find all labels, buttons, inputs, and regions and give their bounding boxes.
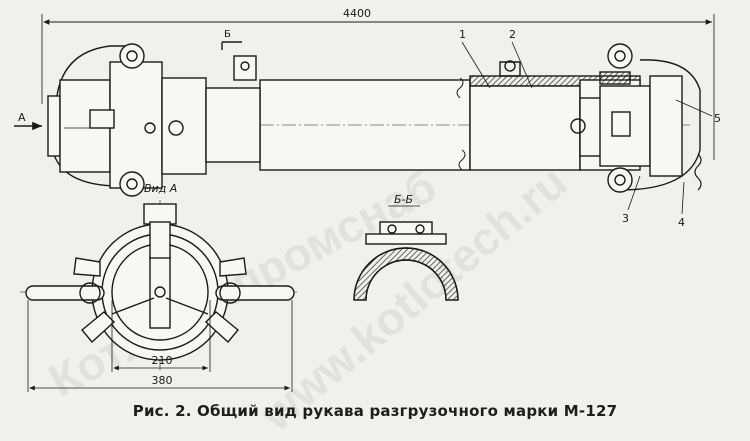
callout-4: 4 — [678, 216, 685, 229]
dimension-overall-length-label: 4400 — [343, 7, 371, 20]
view-a-dimensions: 210 380 — [27, 300, 293, 392]
view-a: Вид А — [20, 182, 300, 370]
cut-mark-label-top: Б — [224, 29, 231, 40]
dimension-clamp-outer-label: 380 — [152, 374, 173, 387]
dimension-clamp-inner-label: 210 — [152, 354, 173, 367]
view-a-arrow-label: А — [18, 111, 26, 124]
callout-5: 5 — [714, 112, 721, 125]
left-fitting — [47, 43, 261, 197]
view-a-arrow: А — [14, 111, 42, 131]
callout-3: 3 — [622, 212, 629, 225]
section-bb-title: Б-Б — [394, 193, 413, 206]
callouts: 1 2 3 4 5 — [459, 28, 721, 229]
section-bb: Б-Б — [353, 193, 459, 301]
right-fitting — [499, 43, 702, 193]
figure-caption: Рис. 2. Общий вид рукава разгрузочного м… — [132, 402, 618, 420]
callout-1: 1 — [459, 28, 466, 41]
view-a-title: Вид А — [144, 182, 177, 195]
dimension-overall-length: 4400 — [41, 7, 715, 160]
callout-2: 2 — [509, 28, 516, 41]
